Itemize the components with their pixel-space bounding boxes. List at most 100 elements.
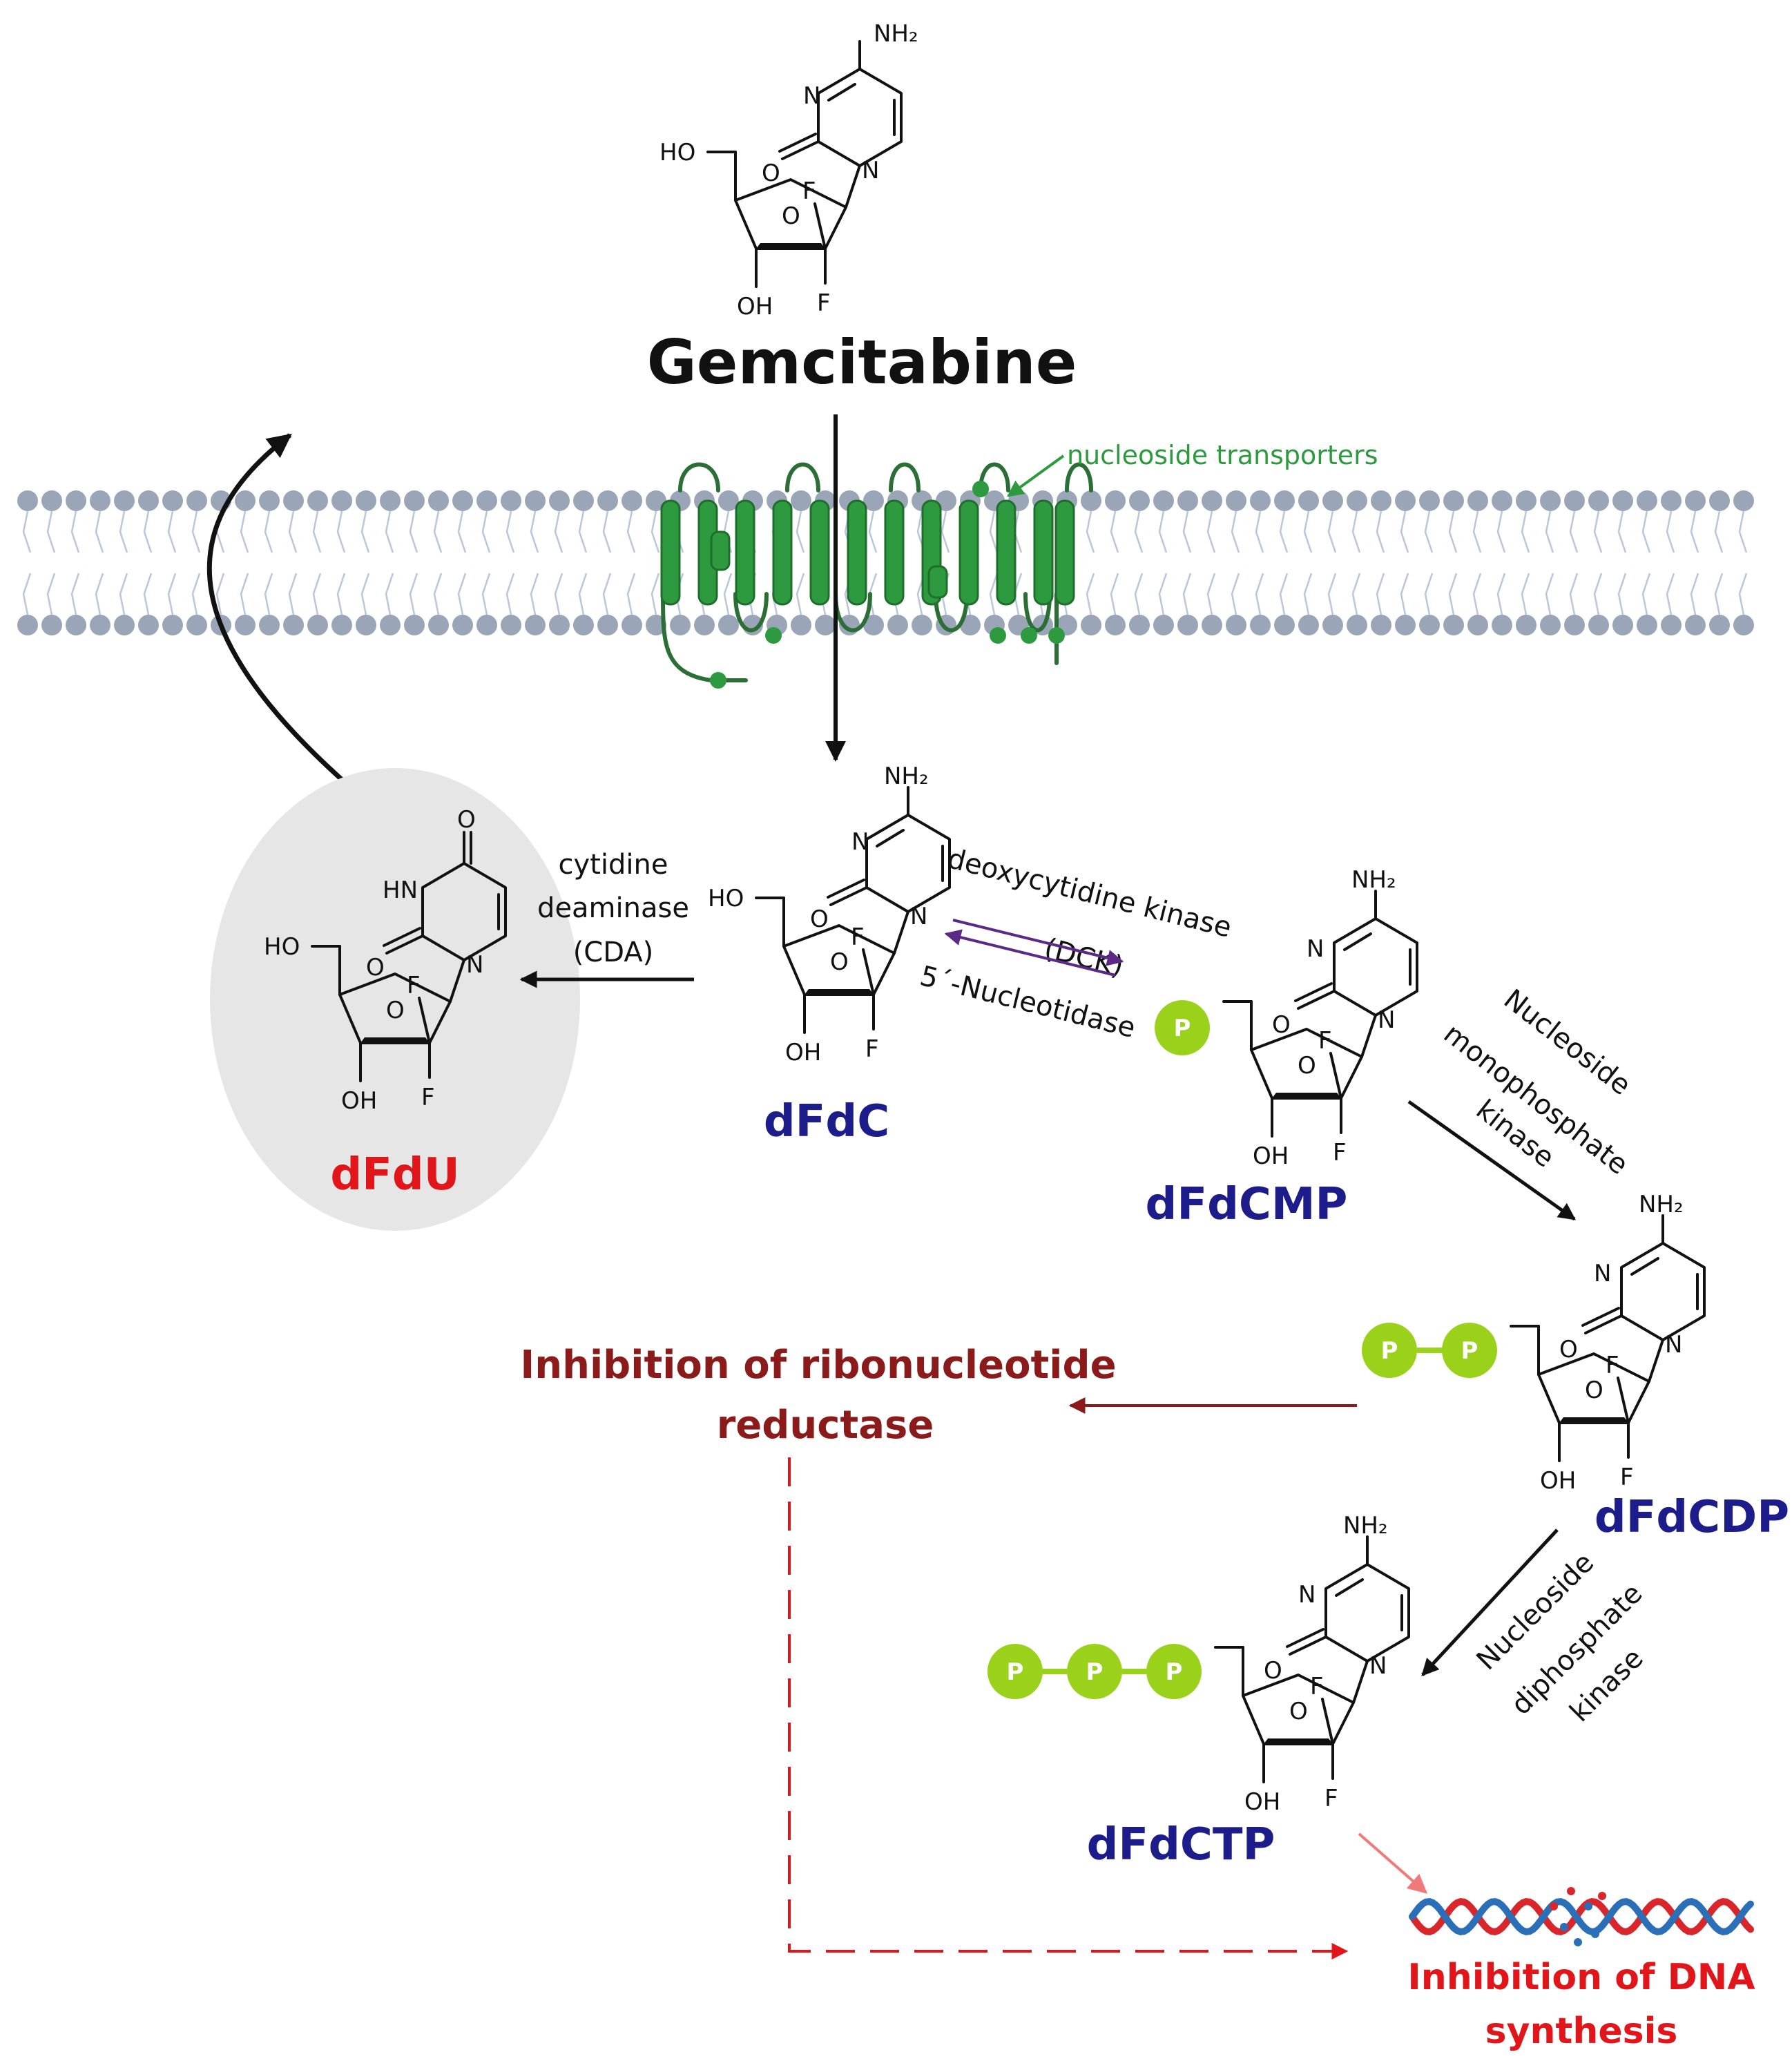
dfdc-o2-atom: O: [810, 905, 829, 933]
gemcitabine-structure: NH₂ N O N O F F OH HO: [659, 20, 918, 320]
lipid-tail: [95, 510, 104, 553]
lipid-head: [1540, 490, 1561, 511]
lipid-head: [186, 490, 207, 511]
gem-n3-atom: N: [803, 82, 820, 110]
lipid-tail: [191, 573, 201, 615]
lipid-head: [549, 490, 570, 511]
lipid-head: [646, 615, 666, 635]
dfdcdp-n3-atom: N: [1594, 1260, 1611, 1287]
lipid-tail: [505, 573, 515, 615]
lipid-tail: [240, 510, 249, 553]
lipid-tail: [1086, 573, 1095, 615]
dfdcdp-label: dFdCDP: [1595, 1492, 1789, 1543]
lipid-tail: [1327, 573, 1337, 615]
lipid-head: [66, 615, 86, 635]
lipid-head: [1347, 490, 1367, 511]
lipid-head: [1492, 615, 1512, 635]
dfdctp-oh-atom: OH: [1244, 1788, 1280, 1816]
lipid-head: [1202, 490, 1222, 511]
gem-nh2-atom: NH₂: [874, 20, 918, 48]
lipid-head: [1274, 490, 1295, 511]
lipid-tail: [1448, 510, 1458, 553]
lipid-head: [1516, 490, 1536, 511]
dna-fragment-dot: [1584, 1902, 1592, 1910]
lipid-head: [138, 615, 159, 635]
lipid-tail: [433, 573, 443, 615]
lipid-tail: [941, 510, 950, 553]
lipid-tail: [360, 573, 370, 615]
lipid-tail: [1351, 510, 1361, 553]
dfdc-f-down-atom: F: [865, 1035, 879, 1063]
lipid-tail: [1617, 510, 1627, 553]
dna-inhibition-line2: synthesis: [1485, 2011, 1678, 2052]
dfdu-highlight: [210, 768, 580, 1231]
lipid-head: [1637, 615, 1657, 635]
efflux-arrow: [206, 433, 365, 800]
gem-oh-atom: OH: [737, 293, 773, 320]
lipid-tail: [1641, 573, 1651, 615]
dfdcdp-phosphate-1-label: P: [1381, 1337, 1398, 1365]
lipid-tail: [1714, 573, 1724, 615]
lipid-head: [1661, 490, 1682, 511]
lipid-head: [331, 490, 352, 511]
nmpk-arrow: [1407, 1100, 1577, 1221]
ndpk-arrow: [1421, 1528, 1559, 1676]
lipid-head: [1467, 615, 1488, 635]
lipid-head: [114, 615, 135, 635]
lipid-head: [718, 615, 739, 635]
dfdctp-f-up-atom: F: [1310, 1673, 1324, 1700]
lipid-head: [1371, 490, 1391, 511]
lipid-head: [138, 490, 159, 511]
lipid-tail: [385, 510, 394, 553]
lipid-tail: [1496, 510, 1506, 553]
cda-label-line2: deaminase: [537, 892, 689, 924]
lipid-tail: [554, 510, 563, 553]
dfdctp-o2-atom: O: [1264, 1657, 1282, 1685]
lipid-head: [912, 615, 932, 635]
dfdc-f-up-atom: F: [851, 923, 865, 951]
lipid-head: [1153, 615, 1174, 635]
lipid-head: [1516, 615, 1536, 635]
lipid-tail: [1472, 510, 1482, 553]
lipid-head: [1612, 490, 1633, 511]
lipid-tail: [119, 573, 128, 615]
dfdc-n1-atom: N: [910, 903, 927, 930]
dfdu-ho-atom: HO: [264, 933, 300, 961]
dfdctp-label: dFdCTP: [1087, 1819, 1275, 1870]
dfdctp-n3-atom: N: [1298, 1581, 1316, 1609]
lipid-tail: [1376, 510, 1385, 553]
lipid-head: [380, 490, 401, 511]
lipid-tail: [1666, 573, 1675, 615]
lipid-head: [428, 490, 449, 511]
lipid-tail: [143, 573, 153, 615]
lipid-head: [501, 490, 521, 511]
dfdctp-structure: NH₂ N O N O F F OH: [1214, 1512, 1410, 1816]
lipid-head: [1492, 490, 1512, 511]
lipid-tail: [1424, 573, 1434, 615]
lipid-head: [863, 615, 884, 635]
lipid-tail: [1666, 510, 1675, 553]
lipid-tail: [22, 573, 32, 615]
lipid-head: [1177, 490, 1198, 511]
lipid-head: [41, 615, 62, 635]
dfdcmp-o2-atom: O: [1272, 1011, 1291, 1039]
gem-ho-atom: HO: [659, 139, 695, 166]
lipid-tail: [1569, 573, 1579, 615]
lipid-tail: [1593, 510, 1603, 553]
lipid-head: [1129, 615, 1150, 635]
dfdu-structure: O HN O N O F F OH HO: [264, 806, 507, 1115]
lipid-head: [476, 490, 497, 511]
dna-helix-icon: [1409, 1887, 1754, 1946]
lipid-tail: [554, 573, 563, 615]
dna-fragment-dot: [1598, 1892, 1606, 1900]
lipid-tail: [1690, 510, 1699, 553]
lipid-head: [525, 490, 546, 511]
lipid-tail: [1134, 510, 1144, 553]
lipid-head: [1588, 490, 1609, 511]
lipid-head: [90, 615, 110, 635]
lipid-head: [1709, 615, 1730, 635]
cda-label-line3: (CDA): [573, 937, 654, 968]
dfdcdp-ring-o-atom: O: [1585, 1377, 1603, 1404]
lipid-tail: [1714, 510, 1724, 553]
lipid-head: [549, 615, 570, 635]
